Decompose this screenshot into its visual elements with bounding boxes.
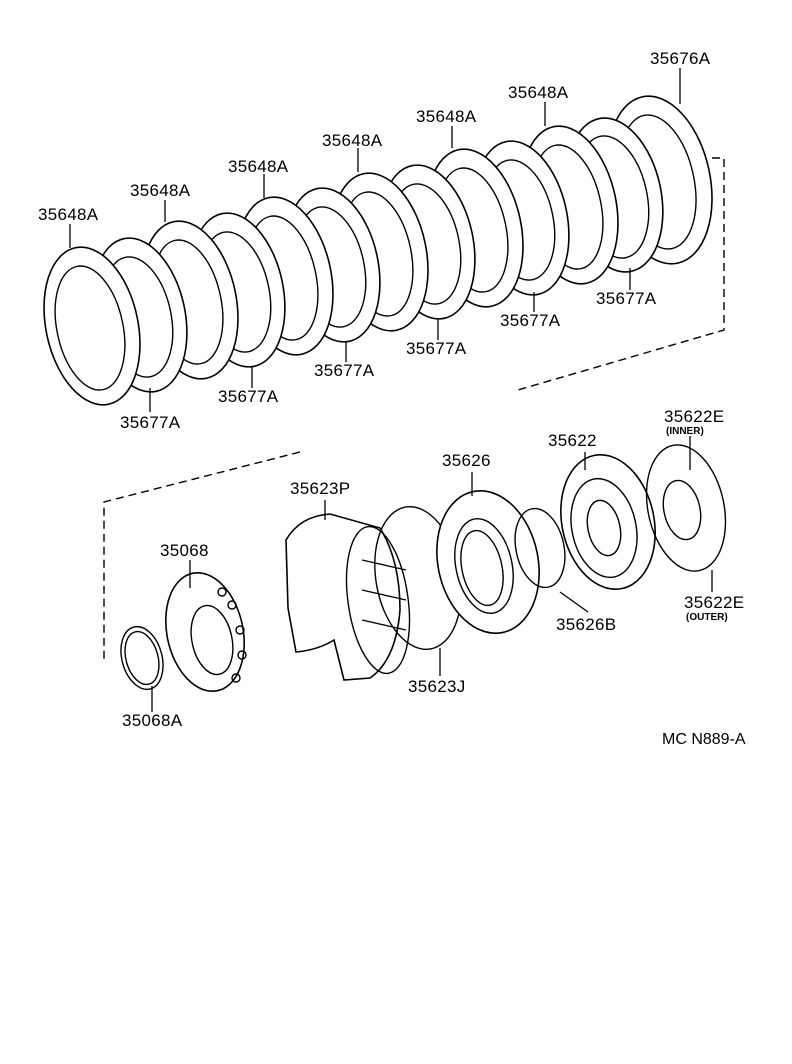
sublabel-outer: (OUTER) [686,612,728,623]
spring-retainer-35068[interactable] [155,565,254,698]
drum-35623P[interactable] [285,513,418,681]
label-35068: 35068 [160,541,209,560]
clutch-pack [30,95,713,414]
snap-ring-35068A[interactable] [114,622,169,694]
o-ring-35622E-outer[interactable] [636,437,737,578]
label-35622E-inner: 35622E [664,407,724,426]
label-35677A-2: 35677A [314,361,375,380]
label-35648A-1: 35648A [38,205,99,224]
label-35677A-3: 35677A [406,339,467,358]
label-35626B: 35626B [556,615,616,634]
label-35677A-5: 35677A [596,289,657,308]
label-35068A: 35068A [122,711,183,730]
part-labels: 35676A 35648A 35648A 35648A 35648A 35648… [38,49,746,748]
label-35648A-3: 35648A [228,157,289,176]
piston-35622[interactable] [549,446,667,598]
label-35677A-0: 35677A [120,413,181,432]
label-35648A-2: 35648A [130,181,191,200]
group-bracket-upper [517,157,725,391]
label-35622E-outer: 35622E [684,593,744,612]
leader-lines [69,68,713,712]
piston-35626[interactable] [424,481,552,643]
drawing-code: MC N889-A [662,731,746,748]
label-35626: 35626 [442,451,491,470]
label-35648A-6: 35648A [508,83,569,102]
group-bracket-lower [103,451,301,662]
label-35623P: 35623P [290,479,350,498]
label-35622: 35622 [548,431,597,450]
o-ring-35626B[interactable] [508,504,572,592]
o-ring-35622E-inner[interactable] [658,477,706,543]
label-35623J: 35623J [408,677,466,696]
label-35648A-5: 35648A [416,107,477,126]
plate-35648A-1[interactable] [30,238,153,414]
sublabel-inner: (INNER) [666,426,704,437]
label-35648A-4: 35648A [322,131,383,150]
label-35677A-1: 35677A [218,387,279,406]
label-35676A: 35676A [650,49,711,68]
label-35677A-4: 35677A [500,311,561,330]
